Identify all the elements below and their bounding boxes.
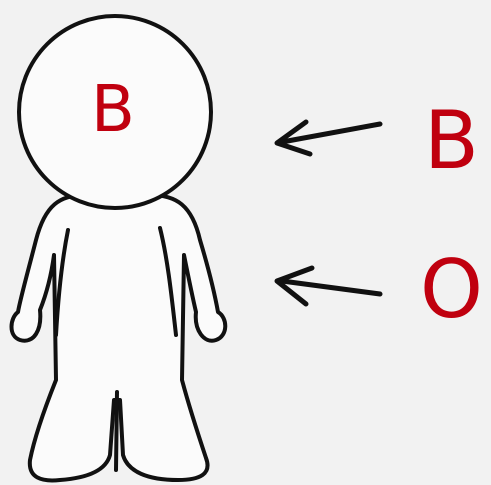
- arrow-to-body: [277, 268, 380, 304]
- top-arrow-label: B: [424, 96, 479, 186]
- leg-divider: [116, 392, 117, 470]
- arrow-to-head: [277, 122, 380, 154]
- bottom-arrow-label: O: [420, 245, 483, 335]
- head-label: B: [58, 60, 168, 160]
